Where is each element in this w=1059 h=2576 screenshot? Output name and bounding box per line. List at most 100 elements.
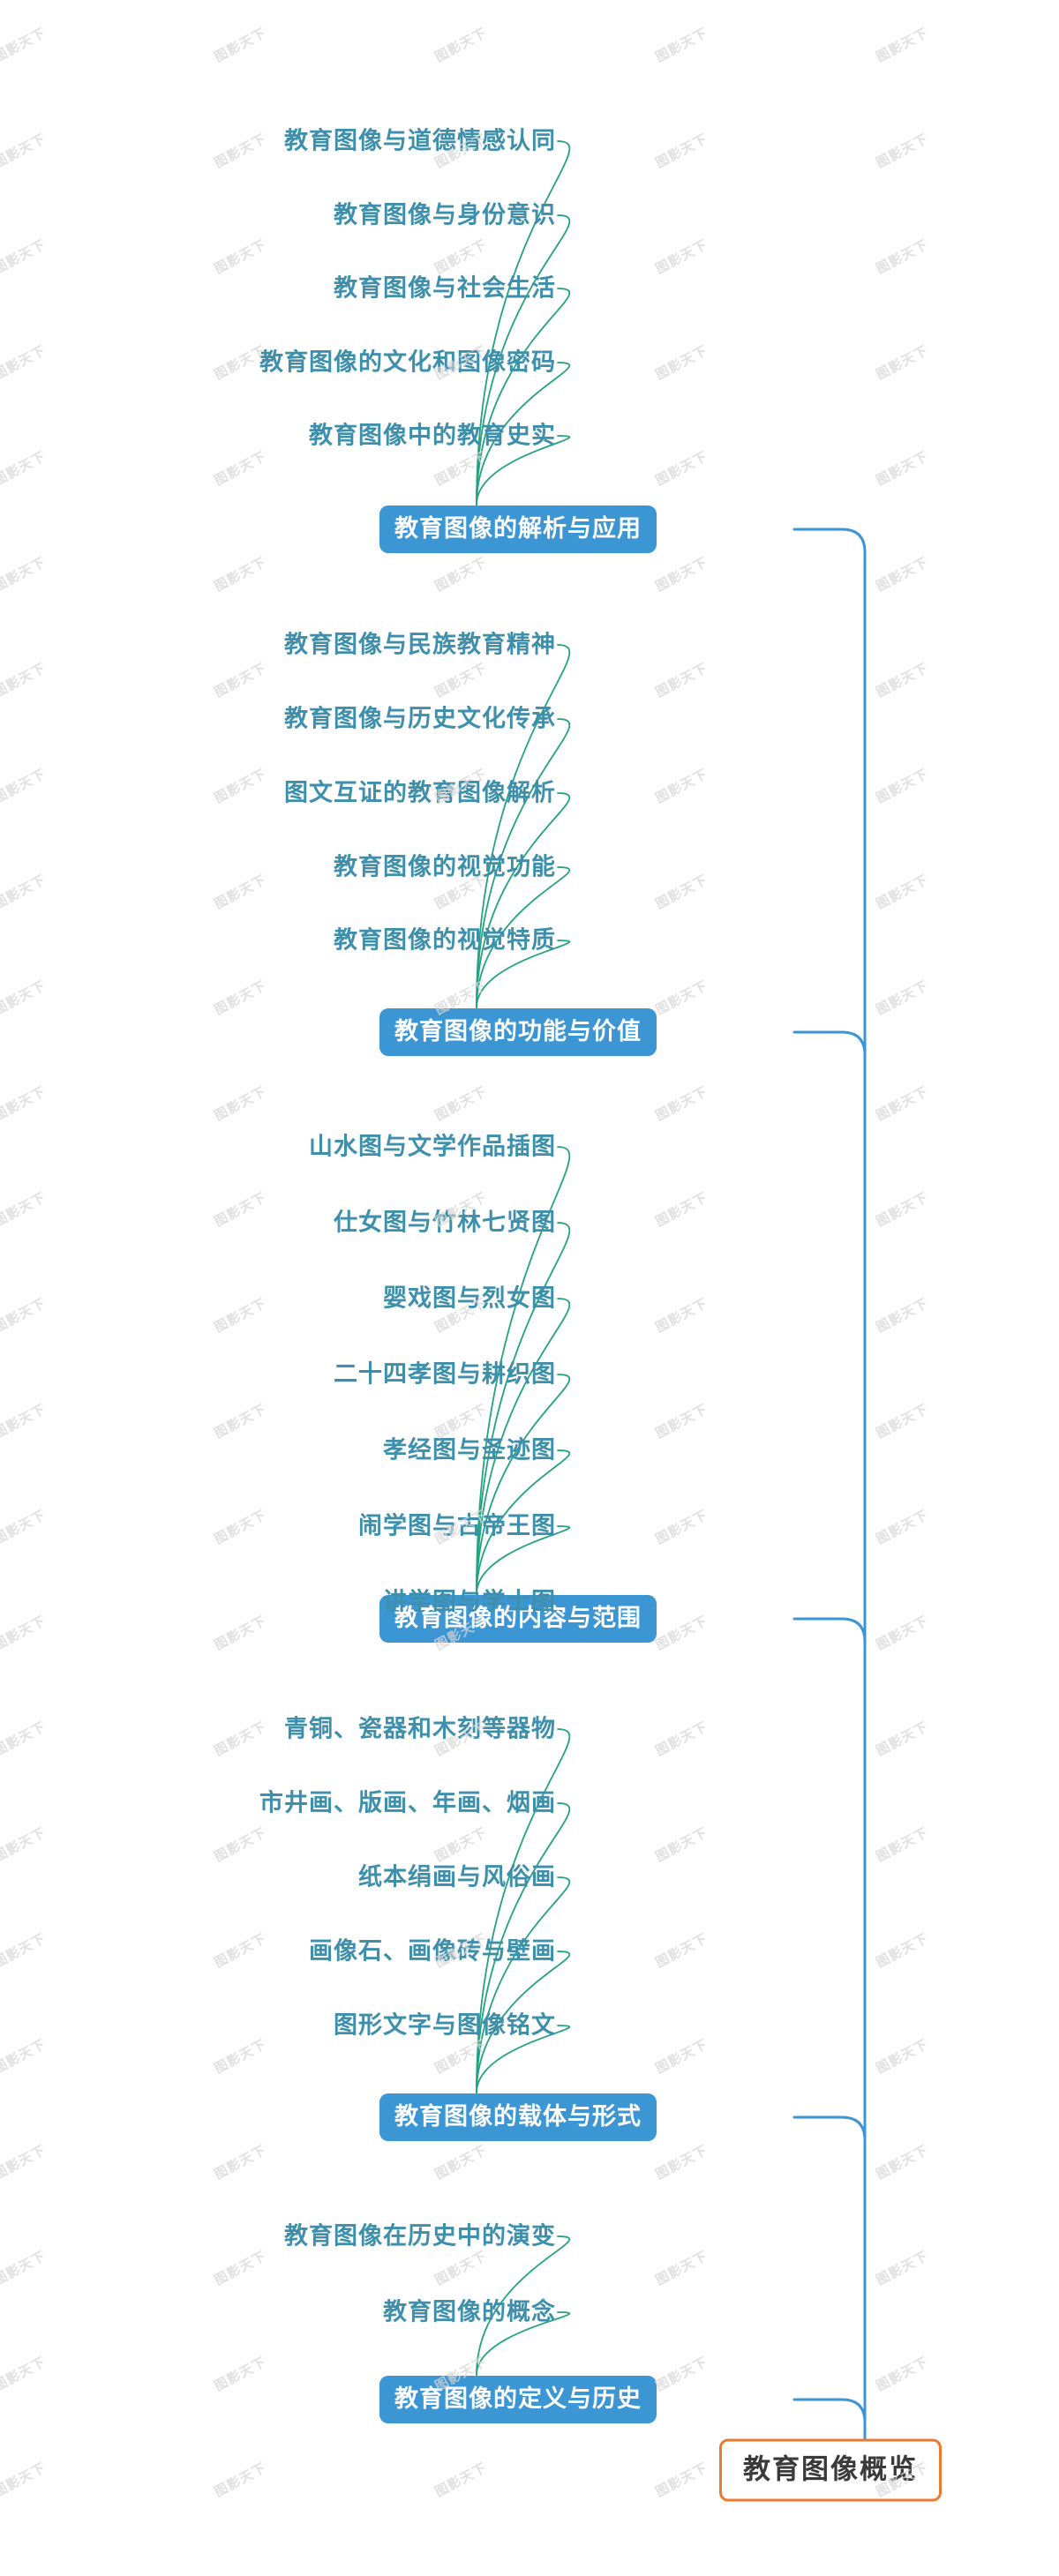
connector [476,1876,571,2093]
leaf-node-label: 市井画、版画、年画、烟画 [259,1789,556,1816]
watermark-text: 图影天下 [0,2248,49,2288]
leaf-node-1-1[interactable]: 教育图像与道德情感认同 [284,127,556,154]
watermark-text: 图影天下 [212,131,269,171]
watermark-text: 图影天下 [0,342,49,383]
watermark-text: 图影天下 [874,1719,931,1759]
watermark-text: 图影天下 [653,1083,710,1124]
watermark-text: 图影天下 [653,2036,710,2077]
watermark-text: 图影天下 [874,25,931,65]
connector [792,1030,867,2472]
leaf-node-2-5[interactable]: 教育图像的视觉特质 [334,926,556,954]
leaf-node-label: 教育图像的视觉功能 [334,853,556,880]
watermark-text: 图影天下 [653,1295,710,1336]
leaf-node-label: 教育图像中的教育史实 [309,422,556,449]
leaf-node-4-2[interactable]: 市井画、版画、年画、烟画 [259,1789,556,1816]
watermark-text: 图影天下 [212,1401,269,1442]
watermark-text: 图影天下 [874,1824,931,1865]
leaf-node-4-5[interactable]: 图形文字与图像铭文 [334,2013,556,2038]
watermark-text: 图影天下 [0,1295,49,1336]
leaf-node-label: 教育图像的视觉特质 [334,926,556,954]
branch-node-2[interactable]: 教育图像的功能与价值 [379,1008,657,1056]
watermark-text: 图影天下 [874,236,931,277]
watermark-text: 图影天下 [0,1507,49,1547]
watermark-text: 图影天下 [0,554,49,595]
leaf-node-3-2[interactable]: 仕女图与竹林七贤图 [334,1210,556,1235]
watermark-text: 图影天下 [212,2460,269,2500]
watermark-text: 图影天下 [212,1189,269,1230]
watermark-text: 图影天下 [212,554,269,595]
watermark-text: 图影天下 [653,1401,710,1442]
watermark-text: 图影天下 [874,2142,931,2183]
watermark-text: 图影天下 [0,236,49,277]
watermark-text: 图影天下 [874,977,931,1018]
watermark-text: 图影天下 [212,766,269,806]
leaf-node-1-4[interactable]: 教育图像的文化和图像密码 [259,350,556,375]
leaf-node-label: 教育图像与历史文化传承 [284,705,556,732]
watermark-text: 图影天下 [653,1719,710,1759]
watermark-text: 图影天下 [0,1824,49,1865]
root-node[interactable]: 教育图像概览 [719,2438,942,2502]
watermark-text: 图影天下 [653,1613,710,1653]
leaf-node-2-1[interactable]: 教育图像与民族教育精神 [284,633,556,657]
watermark-text: 图影天下 [0,1401,49,1442]
branch-node-label: 教育图像的解析与应用 [394,515,642,542]
branch-node-5[interactable]: 教育图像的定义与历史 [379,2376,657,2423]
watermark-text: 图影天下 [212,1083,269,1124]
leaf-node-5-1[interactable]: 教育图像在历史中的演变 [284,2222,556,2250]
watermark-text: 图影天下 [874,766,931,806]
leaf-node-label: 教育图像与身份意识 [334,201,556,228]
leaf-node-5-2[interactable]: 教育图像的概念 [383,2300,556,2325]
watermark-text: 图影天下 [653,766,710,806]
leaf-node-2-4[interactable]: 教育图像的视觉功能 [334,853,556,880]
branch-node-1[interactable]: 教育图像的解析与应用 [379,505,657,553]
watermark-text: 图影天下 [874,1083,931,1124]
connector [476,140,571,505]
leaf-node-1-2[interactable]: 教育图像与身份意识 [334,201,556,228]
watermark-text: 图影天下 [432,1401,490,1442]
watermark-text: 图影天下 [0,2142,49,2183]
leaf-node-3-5[interactable]: 孝经图与圣迹图 [383,1436,556,1464]
watermark-text: 图影天下 [432,660,490,700]
watermark-text: 图影天下 [0,2460,49,2500]
watermark-text: 图影天下 [212,1507,269,1547]
watermark-text: 图影天下 [653,448,710,489]
branch-node-label: 教育图像的载体与形式 [394,2103,642,2130]
leaf-node-2-2[interactable]: 教育图像与历史文化传承 [284,705,556,732]
branch-node-4[interactable]: 教育图像的载体与形式 [379,2093,657,2141]
leaf-node-1-5[interactable]: 教育图像中的教育史实 [309,422,556,449]
leaf-node-3-4[interactable]: 二十四孝图与耕织图 [334,1360,556,1388]
leaf-node-1-3[interactable]: 教育图像与社会生活 [334,276,556,301]
watermark-text: 图影天下 [0,1189,49,1230]
watermark-text: 图影天下 [874,1401,931,1442]
branch-node-3[interactable]: 教育图像的内容与范围 [379,1595,657,1643]
leaf-node-label: 教育图像与道德情感认同 [284,127,556,154]
leaf-node-label: 闹学图与古帝王图 [358,1512,556,1539]
leaf-node-label: 孝经图与圣迹图 [383,1436,556,1464]
leaf-node-3-7[interactable]: 讲学图与学士图 [383,1590,556,1614]
watermark-text: 图影天下 [0,1083,49,1124]
branch-node-label: 教育图像的功能与价值 [394,1018,642,1045]
connector [792,1617,867,2472]
leaf-node-3-1[interactable]: 山水图与文学作品插图 [309,1133,556,1160]
watermark-text: 图影天下 [874,2248,931,2288]
leaf-node-label: 山水图与文学作品插图 [309,1133,556,1160]
leaf-node-3-3[interactable]: 婴戏图与烈女图 [383,1286,556,1311]
leaf-node-label: 青铜、瓷器和木刻等器物 [284,1715,556,1742]
leaf-node-label: 二十四孝图与耕织图 [334,1360,556,1388]
watermark-text: 图影天下 [212,1295,269,1336]
leaf-node-2-3[interactable]: 图文互证的教育图像解析 [284,781,556,805]
watermark-text: 图影天下 [0,766,49,806]
watermark-text: 图影天下 [432,236,490,277]
watermark-text: 图影天下 [432,554,490,595]
leaf-node-4-1[interactable]: 青铜、瓷器和木刻等器物 [284,1715,556,1742]
watermark-text: 图影天下 [212,2142,269,2183]
leaf-node-4-4[interactable]: 画像石、画像砖与壁画 [309,1939,556,1964]
watermark-text: 图影天下 [212,2036,269,2077]
watermark-text: 图影天下 [432,1083,490,1124]
leaf-node-4-3[interactable]: 纸本绢画与风俗画 [358,1865,556,1890]
leaf-node-3-6[interactable]: 闹学图与古帝王图 [358,1512,556,1539]
leaf-node-label: 教育图像与民族教育精神 [284,631,556,658]
leaf-node-label: 教育图像在历史中的演变 [284,2222,556,2250]
watermark-text: 图影天下 [874,2354,931,2394]
